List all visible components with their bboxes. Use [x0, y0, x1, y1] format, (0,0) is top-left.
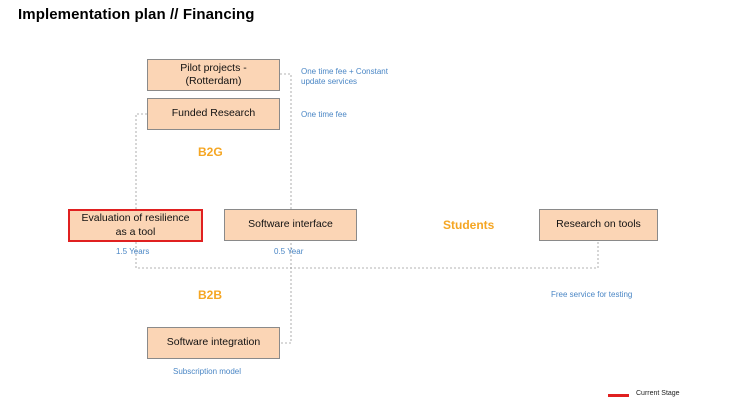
note-interface-duration: 0.5 Year [274, 247, 304, 256]
research-tools-label: Research on tools [556, 218, 641, 231]
software-integration-label: Software integration [166, 336, 261, 349]
pilot-projects-label: Pilot projects - (Rotterdam) [180, 61, 247, 87]
connector-pilot-spine [280, 73, 292, 344]
software-interface-label: Software interface [248, 218, 333, 231]
pilot-projects-box: Pilot projects - (Rotterdam) [147, 59, 280, 91]
page-title: Implementation plan // Financing [18, 6, 255, 23]
note-free-service: Free service for testing [551, 290, 633, 299]
software-interface-box: Software interface [224, 209, 357, 241]
segment-b2g: B2G [198, 145, 223, 159]
segment-students: Students [443, 218, 495, 232]
legend-current-stage-label: Current Stage [636, 390, 680, 397]
connector-evaluation-research [135, 241, 599, 269]
note-funded-fee: One time fee [301, 110, 347, 119]
segment-b2b: B2B [198, 288, 223, 302]
evaluation-box: Evaluation of resilience as a tool [68, 209, 203, 242]
software-integration-box: Software integration [147, 327, 280, 359]
evaluation-label: Evaluation of resilience as a tool [81, 212, 190, 238]
note-evaluation-duration: 1.5 Years [116, 247, 150, 256]
funded-research-label: Funded Research [171, 107, 256, 120]
research-tools-box: Research on tools [539, 209, 658, 241]
connector-funded-evaluation [135, 113, 147, 209]
legend-current-stage-swatch [608, 394, 629, 397]
funded-research-box: Funded Research [147, 98, 280, 130]
note-subscription: Subscription model [173, 367, 242, 376]
note-pilot-fee: One time fee + Constant update services [301, 67, 388, 87]
